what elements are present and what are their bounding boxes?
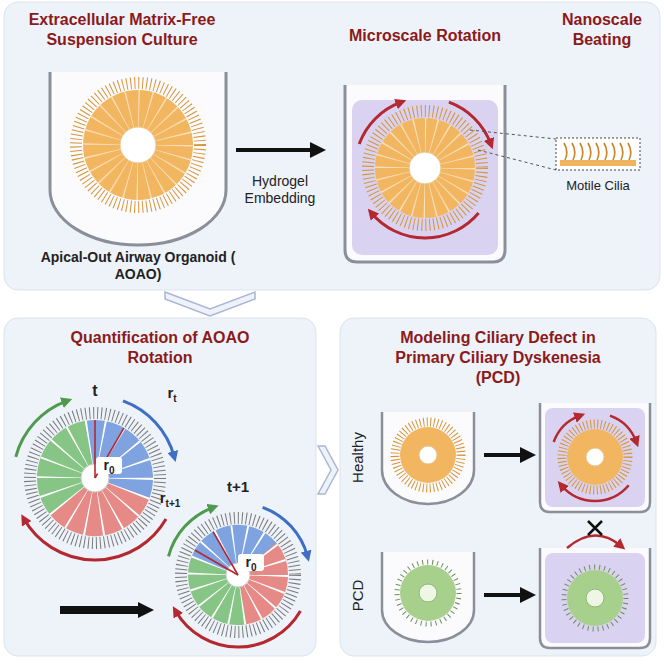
panel-fill bbox=[340, 318, 656, 656]
lumen bbox=[586, 448, 604, 466]
radius-label: rt+1 bbox=[148, 489, 192, 506]
radius-line bbox=[195, 550, 238, 575]
chevron-arrow bbox=[318, 446, 338, 494]
panel-heading: Quantification of AOAO Rotation bbox=[40, 328, 280, 368]
culture-well bbox=[382, 552, 474, 642]
process-arrow bbox=[484, 593, 528, 597]
process-arrow bbox=[484, 453, 528, 457]
panel-heading: Extracellular Matrix-Free Suspension Cul… bbox=[10, 10, 234, 50]
rotation-arrow bbox=[24, 519, 166, 560]
rotation-arrow bbox=[359, 102, 401, 144]
lumen bbox=[586, 589, 604, 607]
zoom-box bbox=[556, 138, 640, 170]
hydrogel bbox=[545, 408, 645, 507]
rotation-arrow bbox=[263, 507, 308, 556]
text-label: Apical-Out Airway Organoid ( AOAO) bbox=[38, 249, 238, 283]
cilia-ring bbox=[564, 567, 626, 629]
zoom-line bbox=[478, 150, 556, 170]
organoid bbox=[567, 429, 623, 485]
text-label: t+1 bbox=[218, 478, 258, 495]
cilia-ring bbox=[30, 413, 160, 543]
rotation-arrow bbox=[449, 102, 491, 144]
chevron-arrow bbox=[165, 292, 255, 316]
organoid bbox=[567, 570, 623, 626]
radius-label: r0 bbox=[238, 554, 264, 571]
organoid bbox=[400, 427, 456, 483]
hydrogel bbox=[352, 100, 498, 255]
rotation-arrow bbox=[610, 416, 636, 442]
blocked-rotation-arrow bbox=[567, 535, 621, 548]
radius-label: r0 bbox=[96, 457, 122, 474]
culture-well bbox=[382, 412, 474, 504]
hydrogel-well bbox=[540, 548, 650, 648]
organoid bbox=[400, 565, 456, 621]
text-label: Motile Cilia bbox=[553, 177, 643, 194]
text-label: t bbox=[85, 382, 105, 399]
panel-fill bbox=[4, 2, 660, 290]
panel: Modeling Ciliary Defect in Primary Cilia… bbox=[340, 318, 656, 656]
process-arrow bbox=[236, 148, 318, 152]
row-label: Healthy bbox=[349, 412, 366, 502]
hydrogel-well bbox=[345, 85, 505, 262]
radius-label: rt bbox=[154, 384, 190, 401]
organoid bbox=[375, 118, 475, 218]
culture-well bbox=[50, 72, 226, 245]
cilia-ring bbox=[397, 562, 459, 624]
panel-heading: Microscale Rotation bbox=[330, 26, 520, 46]
rotation-arrow bbox=[371, 213, 478, 238]
rotation-arrow bbox=[554, 416, 580, 442]
panel-fill bbox=[4, 318, 316, 656]
cilia-ring bbox=[562, 424, 628, 490]
cell-surface bbox=[560, 160, 636, 166]
panel-heading: Modeling Ciliary Defect in Primary Cilia… bbox=[373, 328, 623, 388]
cell-borders bbox=[111, 118, 166, 173]
rotation-arrow bbox=[16, 401, 67, 457]
panel: Extracellular Matrix-Free Suspension Cul… bbox=[4, 2, 660, 290]
row-label: PCD bbox=[349, 550, 366, 640]
hydrogel-well bbox=[540, 403, 650, 512]
cilia-ring bbox=[181, 518, 295, 632]
lumen bbox=[409, 152, 441, 184]
cilia-ring bbox=[368, 111, 482, 225]
rotation-arrow bbox=[176, 611, 301, 647]
time-arrow bbox=[60, 606, 146, 614]
lumen bbox=[419, 584, 437, 602]
lumen bbox=[120, 127, 156, 163]
panel: Quantification of AOAO Rotation bbox=[4, 318, 316, 656]
text-label: Hydrogel Embedding bbox=[234, 173, 326, 207]
organoid bbox=[83, 90, 193, 200]
zoom-line bbox=[470, 130, 556, 139]
rotation-arrow bbox=[169, 507, 214, 556]
cell-borders bbox=[400, 143, 450, 193]
panel-heading: Nanoscale Beating bbox=[550, 10, 654, 50]
hydrogel bbox=[545, 553, 645, 643]
cross-mark bbox=[588, 521, 602, 535]
cilia bbox=[564, 143, 631, 160]
cilia-ring bbox=[395, 422, 461, 488]
cilia-ring bbox=[76, 83, 200, 207]
rotation-arrow bbox=[123, 401, 174, 457]
rotation-arrow bbox=[561, 485, 628, 501]
radius-line bbox=[95, 428, 124, 478]
lumen bbox=[419, 446, 437, 464]
